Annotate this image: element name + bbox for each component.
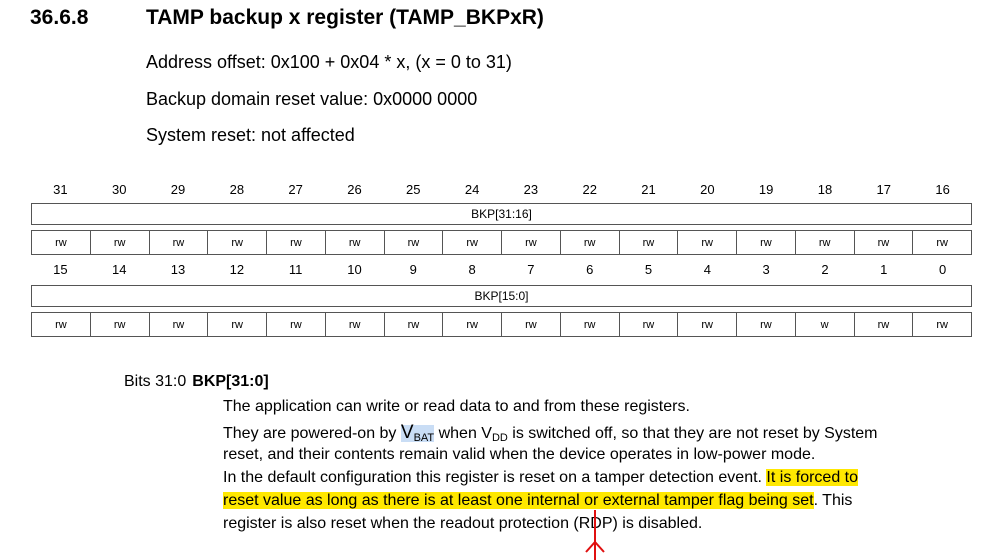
upper-access-3: rw — [208, 231, 267, 254]
desc-line-2c: is switched off, so that they are not re… — [507, 425, 878, 442]
lower-access-12: rw — [737, 313, 796, 336]
upper-bit-31: 31 — [53, 182, 68, 197]
upper-access-10: rw — [620, 231, 679, 254]
lower-bit-8: 8 — [468, 262, 476, 277]
desc-line-2b: when V — [434, 425, 492, 442]
lower-access-7: rw — [443, 313, 502, 336]
lower-bit-7: 7 — [527, 262, 535, 277]
upper-bit-28: 28 — [229, 182, 245, 197]
vbat-main: V — [400, 422, 414, 443]
upper-access-2: rw — [150, 231, 209, 254]
upper-access-14: rw — [855, 231, 914, 254]
lower-access-13: w — [796, 313, 855, 336]
bits-label: Bits 31:0 BKP[31:0] — [124, 373, 269, 391]
text-cursor-icon — [585, 510, 605, 560]
lower-bit-1: 1 — [880, 262, 888, 277]
lower-bit-15: 15 — [53, 262, 68, 277]
desc-line-4: In the default configuration this regist… — [223, 469, 859, 487]
desc-line-5: reset value as long as there is at least… — [223, 492, 852, 510]
lower-access-5: rw — [326, 313, 385, 336]
lower-bit-0: 0 — [938, 262, 947, 277]
upper-access-6: rw — [385, 231, 444, 254]
upper-access-1: rw — [91, 231, 150, 254]
lower-access-4: rw — [267, 313, 326, 336]
upper-bit-22: 22 — [582, 182, 597, 197]
upper-access-8: rw — [502, 231, 561, 254]
lower-bit-13: 13 — [170, 262, 186, 277]
desc-line-2: They are powered-on by VBAT when VDD is … — [223, 422, 878, 444]
upper-bit-24: 24 — [464, 182, 480, 197]
upper-access-0: rw — [32, 231, 91, 254]
lower-bit-11: 11 — [288, 262, 303, 277]
lower-access-2: rw — [150, 313, 209, 336]
lower-access-1: rw — [91, 313, 150, 336]
highlight-1: It is forced to — [766, 469, 859, 486]
upper-bit-25: 25 — [406, 182, 421, 197]
upper-bit-20: 20 — [700, 182, 715, 197]
lower-bit-12: 12 — [229, 262, 245, 277]
address-offset: Address offset: 0x100 + 0x04 * x, (x = 0… — [146, 52, 512, 72]
vbat-term: VBAT — [400, 422, 435, 444]
upper-bit-27: 27 — [288, 182, 303, 197]
upper-bit-29: 29 — [170, 182, 186, 197]
upper-bit-23: 23 — [523, 182, 539, 197]
upper-bit-30: 30 — [111, 182, 127, 197]
upper-access-12: rw — [737, 231, 796, 254]
lower-access-8: rw — [502, 313, 561, 336]
upper-access-4: rw — [267, 231, 326, 254]
upper-access-5: rw — [326, 231, 385, 254]
bits-name: BKP[31:0] — [192, 373, 269, 390]
lower-bit-4: 4 — [703, 262, 711, 277]
lower-access-10: rw — [620, 313, 679, 336]
bits-range: Bits 31:0 — [124, 373, 187, 390]
section-title: TAMP backup x register (TAMP_BKPxR) — [146, 6, 544, 29]
upper-access-9: rw — [561, 231, 620, 254]
lower-bit-5: 5 — [644, 262, 653, 277]
upper-bit-18: 18 — [817, 182, 833, 197]
lower-access-11: rw — [678, 313, 737, 336]
lower-access-3: rw — [208, 313, 267, 336]
upper-bit-17: 17 — [876, 182, 892, 197]
upper-access-15: rw — [936, 236, 948, 249]
lower-access-14: rw — [855, 313, 914, 336]
lower-bit-14: 14 — [111, 262, 127, 277]
vdd-sub: DD — [491, 432, 508, 444]
reset-value: Backup domain reset value: 0x0000 0000 — [146, 89, 478, 109]
upper-bit-19: 19 — [758, 182, 774, 197]
lower-access-6: rw — [385, 313, 444, 336]
lower-bit-9: 9 — [409, 262, 417, 277]
lower-bit-6: 6 — [586, 262, 594, 277]
lower-field: BKP[15:0] — [31, 285, 972, 307]
lower-access-15: rw — [936, 318, 948, 331]
lower-access-0: rw — [32, 313, 91, 336]
lower-bit-2: 2 — [821, 262, 829, 277]
section-number: 36.6.8 — [30, 6, 89, 29]
system-reset: System reset: not affected — [146, 125, 355, 145]
highlight-2: reset value as long as there is at least… — [223, 492, 814, 509]
lower-access-9: rw — [561, 313, 620, 336]
upper-bit-16: 16 — [935, 182, 950, 197]
desc-line-6: register is also reset when the readout … — [223, 515, 703, 532]
upper-access-7: rw — [443, 231, 502, 254]
upper-bit-26: 26 — [347, 182, 362, 197]
upper-access-13: rw — [796, 231, 855, 254]
desc-line-5b: . This — [813, 492, 853, 509]
desc-line-3: reset, and their contents remain valid w… — [223, 446, 816, 463]
vbat-sub: BAT — [413, 432, 435, 444]
upper-bit-21: 21 — [641, 182, 656, 197]
desc-line-4a: In the default configuration this regist… — [223, 469, 767, 486]
upper-bit-numbers: 31 30 29 28 27 26 25 24 23 22 21 20 19 18 17 16 — [31, 182, 972, 204]
desc-line-2a: They are powered-on by — [223, 425, 401, 442]
lower-bit-3: 3 — [762, 262, 770, 277]
lower-bit-10: 10 — [347, 262, 362, 277]
desc-line-1: The application can write or read data t… — [223, 398, 690, 415]
upper-field: BKP[31:16] — [31, 203, 972, 225]
upper-access-11: rw — [678, 231, 737, 254]
